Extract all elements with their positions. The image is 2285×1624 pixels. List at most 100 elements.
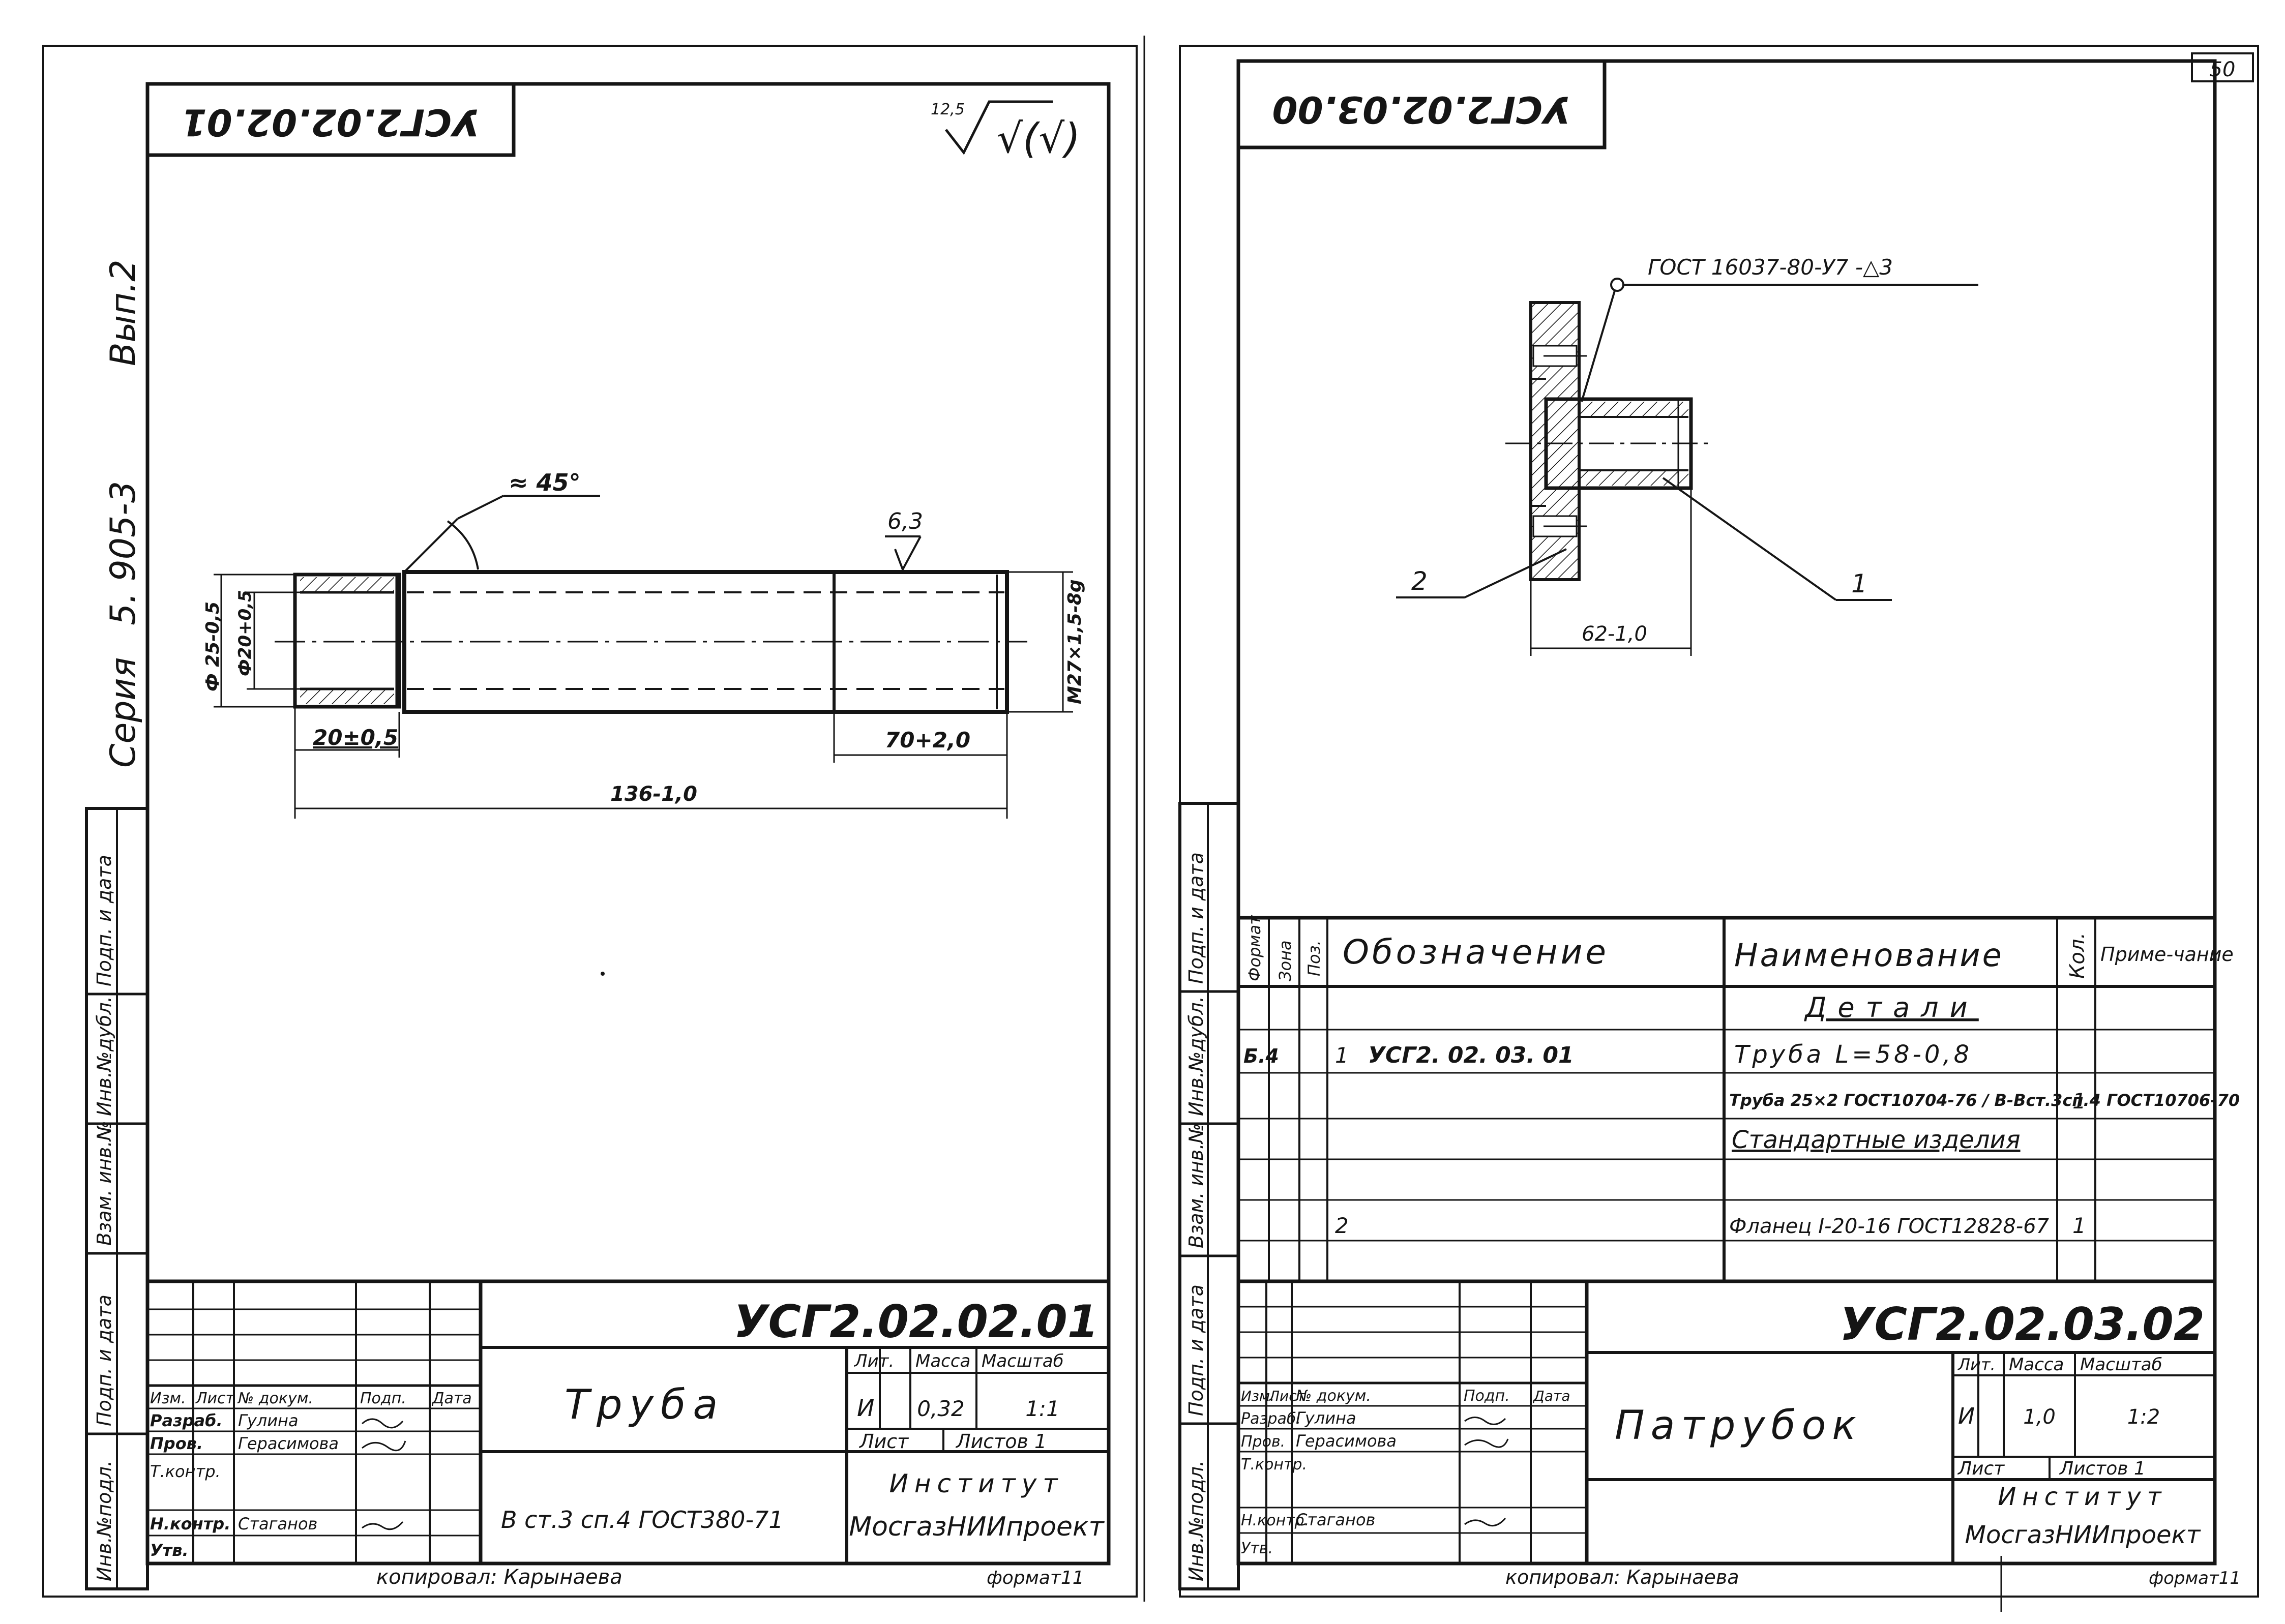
spec-row-3-qty: 1 <box>2072 1089 2086 1114</box>
right-rotated-stamp: УСГ2.02.03.00 <box>1272 88 1571 131</box>
right-role-utv: Утв. <box>1241 1540 1273 1557</box>
svg-text:Серия: Серия <box>103 657 143 768</box>
left-signature-1 <box>361 1418 404 1429</box>
dimension-total-length: 136-1,0 <box>295 783 1007 809</box>
local-roughness-icon: 6,3 <box>885 508 923 572</box>
left-signature-3 <box>362 1521 404 1530</box>
right-col-header-dokum: № докум. <box>1295 1387 1371 1405</box>
spec-header-name: Наименование <box>1734 937 2004 974</box>
margin-label-inv-dubl: Инв.№дубл. <box>93 996 115 1116</box>
dimension-right-length: 70+2,0 <box>833 712 1008 819</box>
left-col-header-data: Дата <box>431 1390 472 1407</box>
spec-row-5-name: Фланец I-20-16 ГОСТ12828-67 <box>1729 1215 2050 1238</box>
left-mass-label: Масса <box>915 1351 970 1371</box>
spec-row-2-designation: УСГ2. 02. 03. 01 <box>1368 1042 1574 1068</box>
right-rotated-stamp-box <box>1236 59 1607 149</box>
left-col-header-dokum: № докум. <box>237 1390 313 1407</box>
right-col-header-list: Лист <box>1268 1388 1305 1404</box>
right-margin-strip: Инв.№подл. Подп. и дата Взам. инв.№ Инв.… <box>1178 802 1240 1590</box>
left-col-header-list: Лист <box>195 1390 235 1407</box>
left-role-razrab: Разраб. <box>150 1411 223 1430</box>
right-margin-label-inv-podl: Инв.№подл. <box>1185 1460 1207 1581</box>
spec-header-pos: Поз. <box>1304 940 1324 976</box>
right-col-header-izm: Изм. <box>1241 1388 1274 1404</box>
left-format: формат11 <box>987 1568 1084 1588</box>
margin-label-inv-podl: Инв.№подл. <box>93 1460 115 1581</box>
svg-text:Вып.2: Вып.2 <box>103 259 143 366</box>
left-name-razrab: Гулина <box>238 1411 299 1430</box>
left-col-header-podp: Подп. <box>360 1390 406 1407</box>
right-signature-3 <box>1464 1518 1506 1527</box>
right-mass-label: Масса <box>2009 1355 2064 1375</box>
left-designation: УСГ2.02.02.01 <box>734 1296 1099 1348</box>
svg-text:2: 2 <box>1411 566 1428 596</box>
right-name-nkontr: Стаганов <box>1296 1510 1375 1529</box>
page-number-box <box>2191 52 2254 82</box>
spec-header-note: Приме-чание <box>2100 943 2234 966</box>
svg-text:Ф20+0,5: Ф20+0,5 <box>235 590 255 676</box>
spec-row-2-pos: 1 <box>1335 1043 1349 1068</box>
svg-text:5. 905-3: 5. 905-3 <box>103 481 143 625</box>
right-name-razrab: Гулина <box>1296 1408 1356 1428</box>
right-copied-by: копировал: Карынаева <box>1505 1566 1739 1588</box>
left-role-utv: Утв. <box>150 1541 189 1560</box>
right-margin-label-inv-dubl: Инв.№дубл. <box>1185 996 1207 1116</box>
left-col-header-izm: Изм. <box>150 1390 186 1407</box>
right-margin-label-podp-data-2: Подп. и дата <box>1185 852 1207 984</box>
margin-label-podp-data: Подп. и дата <box>93 1295 115 1426</box>
svg-text:70+2,0: 70+2,0 <box>885 728 970 753</box>
right-signature-2 <box>1464 1438 1509 1448</box>
right-signature-1 <box>1464 1417 1506 1425</box>
spec-row-1-name: Детали <box>1804 991 1979 1024</box>
left-sheet-outer-border <box>42 45 1138 1598</box>
margin-label-podp-data-2: Подп. и дата <box>93 855 115 986</box>
left-margin-strip: Инв.№подл. Подп. и дата Взам. инв.№ Инв.… <box>85 807 149 1590</box>
right-org-line1: Институт <box>1998 1483 2167 1511</box>
left-mass-value: 0,32 <box>917 1396 965 1421</box>
right-designation: УСГ2.02.03.02 <box>1840 1298 2205 1350</box>
flange-pipe-drawing <box>1505 301 1714 581</box>
right-role-razrab: Разраб. <box>1241 1410 1301 1428</box>
left-lit-value: И <box>857 1394 874 1422</box>
roughness-symbol-icon: 12,5 √(√) <box>931 100 1080 162</box>
spec-row-3-name: Труба 25×2 ГОСТ10704-76 / В-Вст.3сп.4 ГО… <box>1729 1091 2240 1110</box>
left-copied-by: копировал: Карынаева <box>376 1566 622 1589</box>
left-material: В ст.3 сп.4 ГОСТ380-71 <box>501 1506 784 1533</box>
right-margin-label-vzam-inv: Взам. инв.№ <box>1185 1123 1207 1248</box>
left-org-line2: МосгазНИИпроект <box>849 1512 1105 1542</box>
svg-text:62-1,0: 62-1,0 <box>1582 622 1647 646</box>
stray-dot <box>601 972 605 976</box>
pipe-drawing <box>275 570 1027 714</box>
callout-2: 2 <box>1396 548 1567 598</box>
right-margin-label-podp-data: Подп. и дата <box>1185 1284 1207 1416</box>
spec-row-4-name: Стандартные изделия <box>1732 1126 2021 1154</box>
left-sheets-label: Листов 1 <box>955 1430 1047 1453</box>
svg-text:Ф 25-0,5: Ф 25-0,5 <box>202 602 223 691</box>
right-role-prov: Пров. <box>1241 1433 1285 1451</box>
right-format: формат11 <box>2149 1568 2241 1588</box>
svg-text:20±0,5: 20±0,5 <box>313 725 398 750</box>
angle-label: ≈ 45° <box>509 469 581 496</box>
left-name-prov: Герасимова <box>238 1434 339 1453</box>
left-name-nkontr: Стаганов <box>238 1514 317 1533</box>
spec-row-2-format: Б.4 <box>1243 1045 1279 1067</box>
right-title-block: Изм. Лист № докум. Подп. Дата Разраб. Гу… <box>1238 1279 2215 1563</box>
right-name-prov: Герасимова <box>1296 1431 1397 1451</box>
dimension-flange-length: 62-1,0 <box>1530 488 1692 656</box>
left-part-name: Труба <box>565 1381 725 1428</box>
left-scale-value: 1:1 <box>1025 1396 1060 1421</box>
right-mass-value: 1,0 <box>2023 1405 2056 1429</box>
right-col-header-podp: Подп. <box>1464 1387 1510 1405</box>
margin-label-vzam-inv: Взам. инв.№ <box>93 1121 115 1246</box>
left-rotated-stamp-box <box>145 82 516 157</box>
left-scale-label: Масштаб <box>982 1351 1064 1371</box>
right-sheets-label: Листов 1 <box>2059 1458 2146 1479</box>
left-role-prov: Пров. <box>150 1434 203 1453</box>
right-role-nkontr: Н.контр. <box>1241 1512 1309 1529</box>
left-signature-2 <box>362 1440 406 1452</box>
spec-row-2-name: Труба L=58-0,8 <box>1734 1040 1972 1069</box>
spec-header-qty: Кол. <box>2066 933 2089 979</box>
left-role-tkontr: Т.контр. <box>150 1462 221 1481</box>
svg-text:6,3: 6,3 <box>887 508 923 534</box>
